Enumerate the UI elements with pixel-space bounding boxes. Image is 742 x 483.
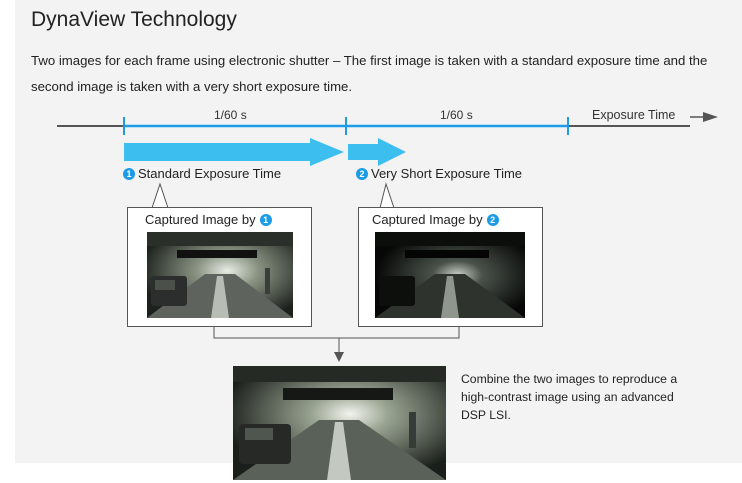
combined-image bbox=[233, 366, 446, 480]
capture-2-image bbox=[375, 232, 525, 318]
combine-description: Combine the two images to reproduce a hi… bbox=[461, 372, 678, 422]
step-1-text: Standard Exposure Time bbox=[138, 166, 282, 181]
capture-2-title-text: Captured Image by bbox=[372, 212, 483, 227]
capture-box-2: Captured Image by 2 bbox=[358, 207, 543, 327]
capture-box-1: Captured Image by 1 bbox=[127, 207, 312, 327]
step-2-label: 2 Very Short Exposure Time bbox=[356, 166, 522, 181]
step-2-number-icon: 2 bbox=[356, 167, 368, 180]
merge-connector bbox=[213, 326, 460, 339]
capture-2-title: Captured Image by 2 bbox=[372, 212, 499, 227]
capture-2-number-icon: 2 bbox=[486, 213, 499, 226]
segment-1-label: 1/60 s bbox=[214, 108, 247, 122]
callout-pointer-2 bbox=[379, 182, 395, 209]
capture-1-number-icon: 1 bbox=[259, 213, 272, 226]
description: Two images for each frame using electron… bbox=[31, 53, 708, 94]
callout-pointer-1 bbox=[151, 182, 169, 209]
segment-2-label: 1/60 s bbox=[440, 108, 473, 122]
step-2-text: Very Short Exposure Time bbox=[371, 166, 523, 181]
capture-1-title: Captured Image by 1 bbox=[145, 212, 272, 227]
step-1-label: 1 Standard Exposure Time bbox=[123, 166, 281, 181]
capture-1-title-text: Captured Image by bbox=[145, 212, 256, 227]
axis-label: Exposure Time bbox=[592, 108, 676, 122]
standard-exposure-arrow bbox=[124, 138, 344, 166]
capture-1-image bbox=[147, 232, 293, 318]
short-exposure-arrow bbox=[348, 138, 406, 166]
step-1-number-icon: 1 bbox=[123, 167, 135, 180]
page-title: DynaView Technology bbox=[31, 8, 237, 31]
merge-arrow-icon bbox=[334, 352, 344, 362]
axis-arrow-icon bbox=[703, 112, 718, 122]
